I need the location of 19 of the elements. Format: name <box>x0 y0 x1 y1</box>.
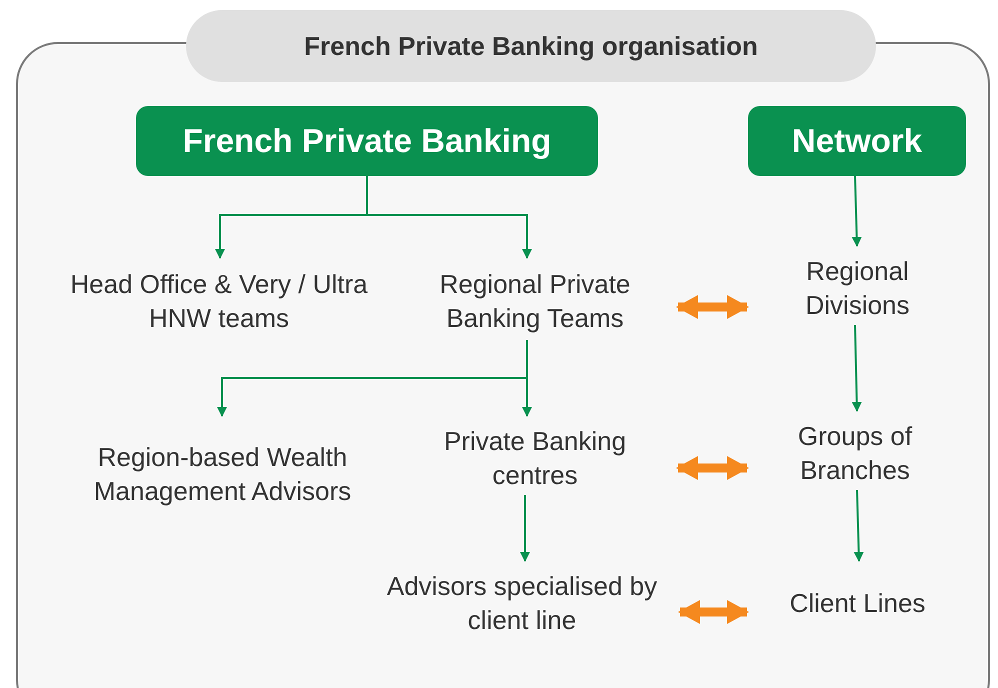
double-arrow <box>676 456 749 480</box>
arrow <box>854 490 864 562</box>
double-arrow <box>678 600 749 624</box>
arrow <box>520 495 530 562</box>
unit-label: Private Banking centres <box>400 420 670 495</box>
header-box: Network <box>748 106 966 176</box>
arrow <box>366 176 532 259</box>
unit-label: Advisors specialised by client line <box>372 565 672 640</box>
unit-label: Head Office & Very / Ultra HNW teams <box>40 262 398 340</box>
unit-label: Client Lines <box>755 565 960 640</box>
unit-label: Regional Private Banking Teams <box>400 262 670 340</box>
arrow <box>852 176 862 247</box>
title-banner: French Private Banking organisation <box>186 10 876 82</box>
unit-label: Groups of Branches <box>755 415 955 490</box>
arrow <box>852 324 862 412</box>
unit-label: Region-based Wealth Management Advisors <box>60 420 385 528</box>
unit-label: Regional Divisions <box>755 250 960 325</box>
double-arrow <box>676 295 749 319</box>
header-box: French Private Banking <box>136 106 598 176</box>
